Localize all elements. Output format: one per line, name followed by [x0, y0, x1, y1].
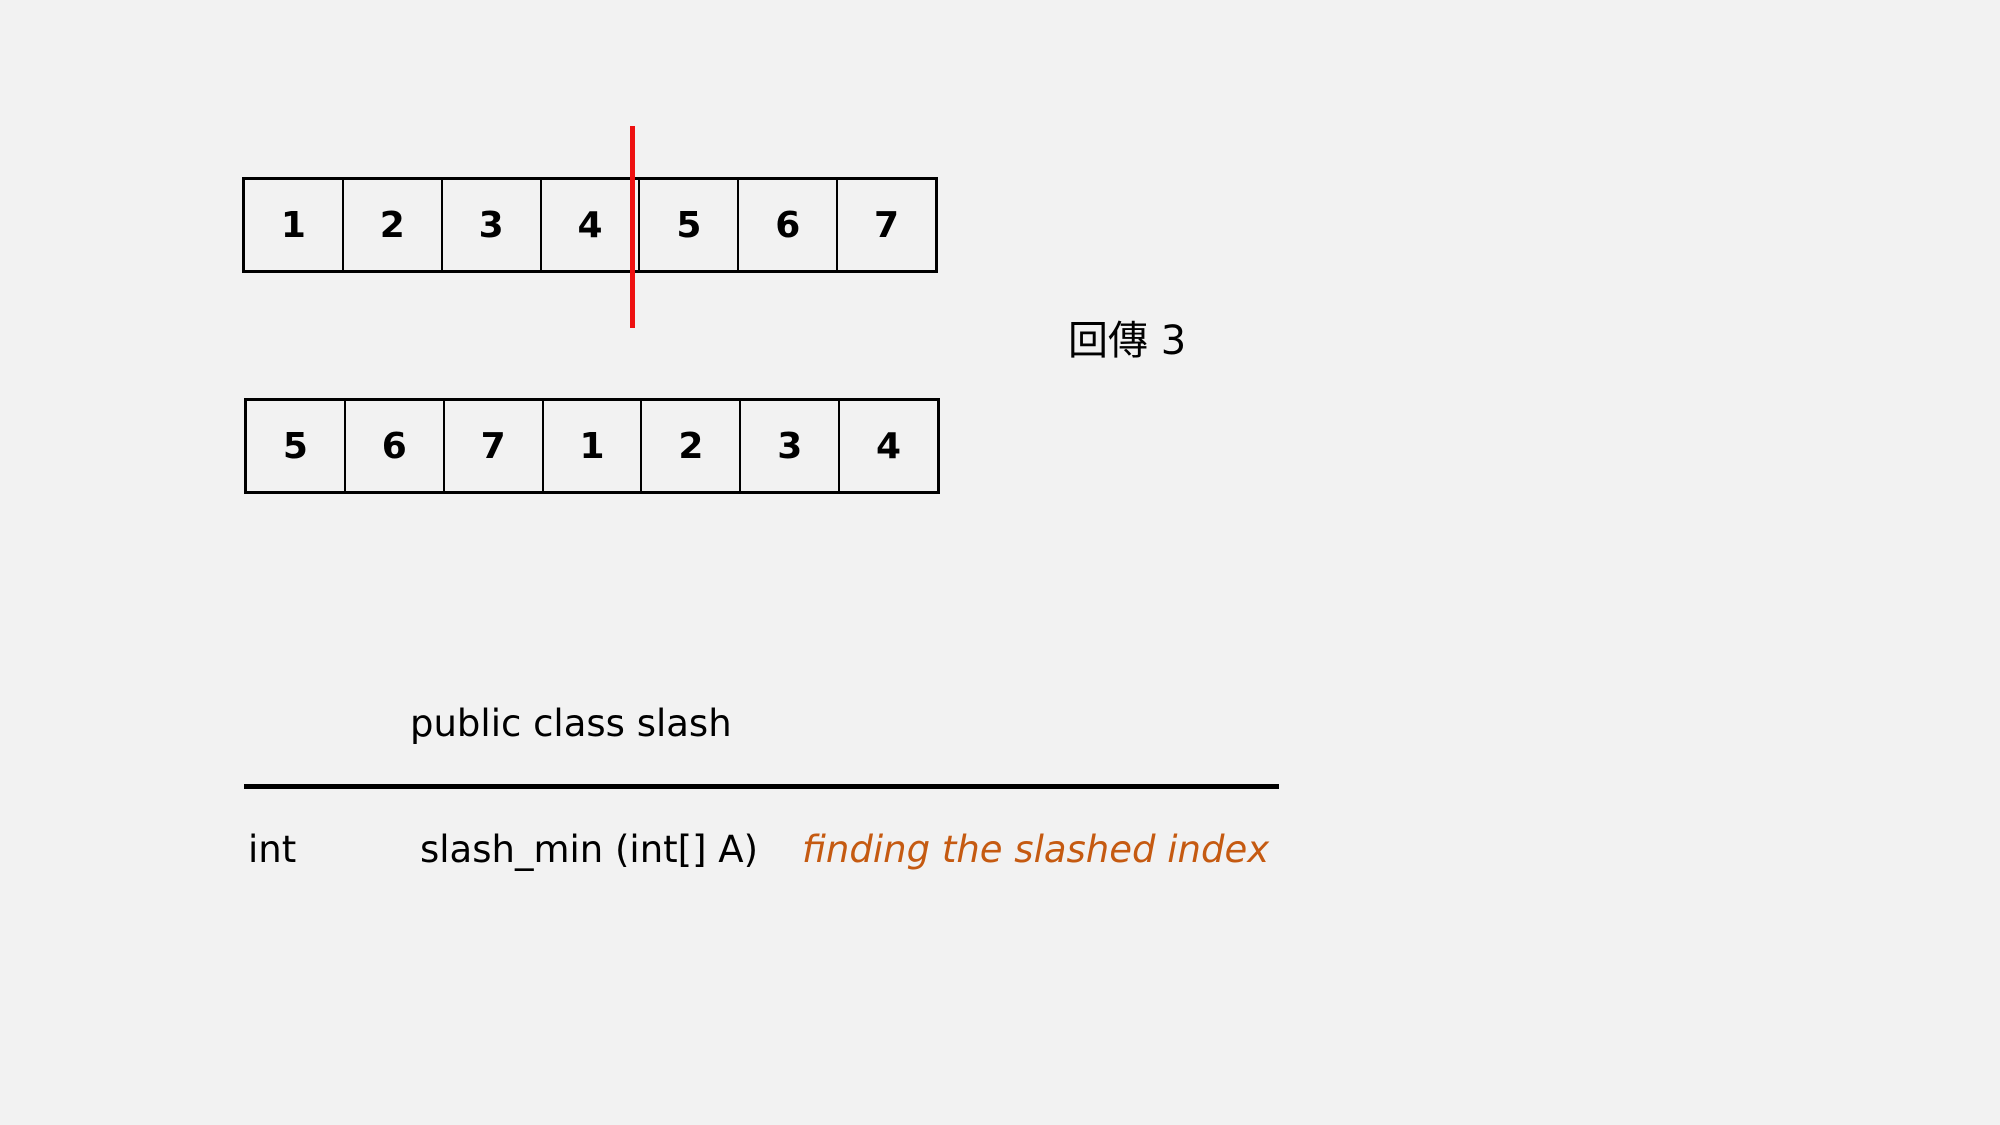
method-signature: slash_min (int[] A) — [420, 828, 759, 871]
array-cell: 3 — [739, 401, 838, 491]
array-cell: 4 — [539, 180, 639, 270]
array-cell: 6 — [737, 180, 836, 270]
class-header: public class slash — [410, 702, 732, 745]
return-value-label: 回傳 3 — [1068, 318, 1187, 364]
class-divider — [244, 784, 1279, 789]
rotated-array: 5 6 7 1 2 3 4 — [244, 398, 940, 494]
array-cell: 5 — [282, 425, 308, 467]
array-cell: 7 — [836, 180, 935, 270]
array-cell: 6 — [343, 401, 443, 491]
slash-marker-line — [630, 126, 635, 328]
array-cell: 5 — [638, 180, 737, 270]
array-cell: 2 — [341, 180, 441, 270]
method-return-type: int — [248, 828, 297, 871]
array-cell: 1 — [541, 401, 641, 491]
method-description: finding the slashed index — [802, 828, 1270, 871]
array-cell: 7 — [442, 401, 542, 491]
array-cell: 1 — [280, 204, 306, 246]
array-cell: 3 — [440, 180, 540, 270]
sorted-array: 1 2 3 4 5 6 7 — [242, 177, 938, 273]
array-cell: 2 — [640, 401, 739, 491]
array-cell: 4 — [838, 401, 937, 491]
